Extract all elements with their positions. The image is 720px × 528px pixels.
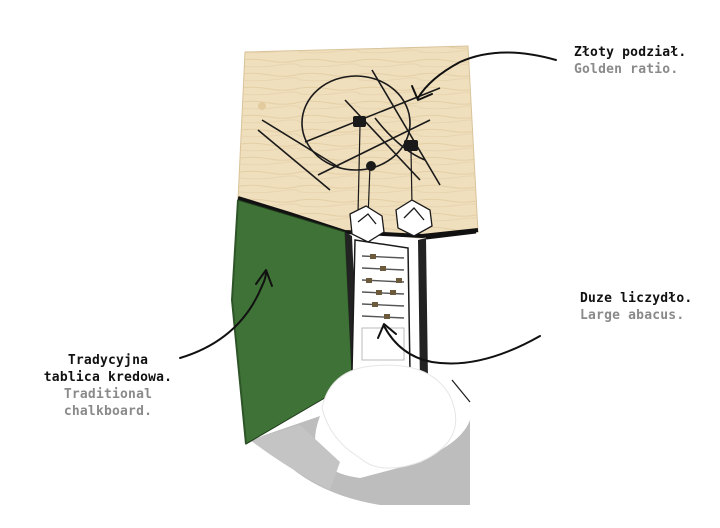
label-abacus-en: Large abacus. (580, 308, 685, 323)
wood-knot (258, 102, 266, 110)
annotation-arrows (179, 51, 557, 365)
lamp-canopies (353, 116, 418, 171)
label-golden-ratio-en: Golden ratio. (574, 62, 679, 77)
label-chalkboard: Tradycyjna tablica kredowa. Traditional … (28, 352, 188, 420)
golden-ratio-drawing (257, 69, 441, 191)
pendant-lamps (349, 199, 433, 243)
label-chalkboard-pl-2: tablica kredowa. (43, 370, 173, 385)
abacus (351, 239, 411, 373)
label-golden-ratio-pl: Złoty podział. (574, 45, 687, 60)
right-wall-strip (418, 238, 428, 384)
arrow-abacus (383, 325, 541, 365)
label-chalkboard-en-2: chalkboard. (63, 404, 153, 419)
floor-blob (321, 364, 457, 469)
label-chalkboard-pl-1: Tradycyjna (67, 353, 149, 368)
label-chalkboard-en-1: Traditional (63, 387, 153, 402)
floor-shadow-left (250, 425, 340, 490)
label-abacus: Duze liczydło. Large abacus. (580, 290, 692, 324)
arrow-golden-ratio (417, 51, 557, 99)
label-abacus-pl: Duze liczydło. (580, 291, 693, 306)
arrow-chalkboard (179, 271, 267, 359)
label-golden-ratio: Złoty podział. Golden ratio. (574, 44, 686, 78)
